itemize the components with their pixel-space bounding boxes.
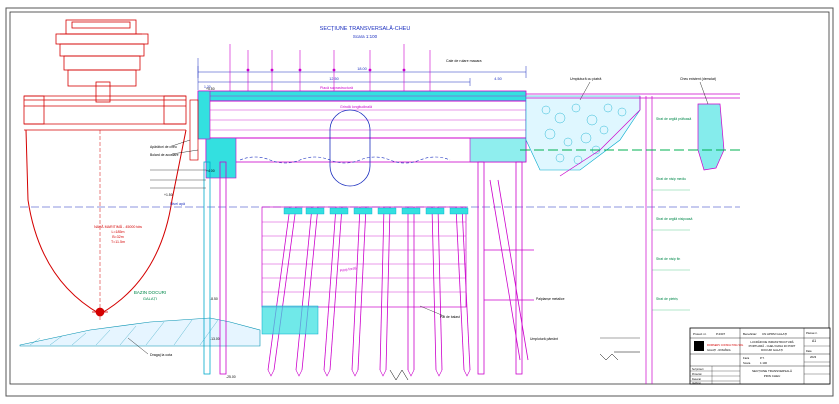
svg-text:Umplutură pământ: Umplutură pământ xyxy=(530,337,558,341)
svg-text:Data: Data xyxy=(806,349,812,353)
svg-text:NAVĂ MARITIMĂ - 45000 tdw: NAVĂ MARITIMĂ - 45000 tdw xyxy=(94,225,142,229)
svg-text:Apărători de cheu: Apărători de cheu xyxy=(150,145,177,149)
svg-text:+1.50: +1.50 xyxy=(164,193,173,197)
svg-text:Palplanșe metalice: Palplanșe metalice xyxy=(536,297,565,301)
svg-text:Beneficiar:: Beneficiar: xyxy=(743,332,757,336)
basin-label: BAZIN DOCURI xyxy=(134,290,166,295)
inner-border xyxy=(9,11,830,385)
rock-fill-label: Umplutură cu piatră xyxy=(570,77,601,81)
rear-sheet-pile xyxy=(484,179,534,361)
svg-text:P.2307: P.2307 xyxy=(716,332,725,336)
svg-text:2023: 2023 xyxy=(810,355,817,359)
pile-cap-zone xyxy=(261,206,467,308)
svg-text:Proiect nr.: Proiect nr. xyxy=(693,332,707,336)
ship-section xyxy=(23,19,187,320)
annotation-leaders xyxy=(150,169,640,339)
svg-text:Strat de pietriș: Strat de pietriș xyxy=(656,297,678,301)
svg-text:Proiectat: Proiectat xyxy=(692,373,702,376)
dredge-label: Dragaj la cota xyxy=(150,353,172,357)
svg-text:T=11.5m: T=11.5m xyxy=(111,240,125,244)
seabed-left xyxy=(19,317,261,347)
crane-rail-label: Cale de rulare macara xyxy=(446,59,482,63)
svg-text:GALAȚI - ROMÂNIA: GALAȚI - ROMÂNIA xyxy=(707,347,731,352)
svg-text:Scara: Scara xyxy=(743,361,751,365)
svg-text:Strat de nisip mediu: Strat de nisip mediu xyxy=(656,177,686,181)
svg-text:-13.00: -13.00 xyxy=(210,337,220,341)
svg-text:4.50: 4.50 xyxy=(494,77,501,81)
svg-text:Verificat: Verificat xyxy=(692,382,701,385)
title-block xyxy=(689,327,831,385)
svg-text:Plansa nr.: Plansa nr. xyxy=(806,331,818,335)
svg-text:P.T.: P.T. xyxy=(760,356,765,360)
basin-sublabel: GALAȚI xyxy=(143,296,157,301)
fender xyxy=(189,99,199,161)
svg-text:Desenat: Desenat xyxy=(692,378,701,381)
svg-text:ROMSERV CONSULTING SRL: ROMSERV CONSULTING SRL xyxy=(707,343,744,347)
svg-text:A1: A1 xyxy=(812,339,816,343)
pile-tips xyxy=(267,369,471,377)
svg-text:Strat de argilă nisipoasă: Strat de argilă nisipoasă xyxy=(656,217,692,221)
svg-text:Pat de balast: Pat de balast xyxy=(440,315,460,319)
gravel-bed xyxy=(261,305,319,335)
ship-notes: NAVĂ MARITIMĂ - 45000 tdw L=185m B=32m T… xyxy=(94,225,142,244)
svg-text:PORTUARĂ - CHEU DANA 30 PORT: PORTUARĂ - CHEU DANA 30 PORT xyxy=(749,344,796,348)
svg-text:+5.50: +5.50 xyxy=(206,87,215,91)
svg-text:LUCRĂRI DE INFRASTRUCTURĂ: LUCRĂRI DE INFRASTRUCTURĂ xyxy=(750,340,793,344)
company-logo xyxy=(694,341,704,351)
svg-text:Faza: Faza xyxy=(743,356,750,360)
drawing-scale: Scara 1:100 xyxy=(353,34,378,39)
front-piles xyxy=(203,161,523,375)
soil-layer-notes: Strat de argilă prăfoasă Strat de nisip … xyxy=(656,117,692,301)
inspection-chamber xyxy=(329,109,371,187)
svg-text:Strat de nisip fin: Strat de nisip fin xyxy=(656,257,680,261)
svg-text:Strat de argilă prăfoasă: Strat de argilă prăfoasă xyxy=(656,117,691,121)
svg-text:DOCURI GALAȚI: DOCURI GALAȚI xyxy=(761,348,783,352)
svg-text:1:100: 1:100 xyxy=(760,361,767,365)
svg-text:-25.00: -25.00 xyxy=(226,375,236,379)
drawing-title: SECȚIUNE TRANSVERSALĂ-CHEU xyxy=(320,25,411,32)
svg-text:Cheu existent (demolat): Cheu existent (demolat) xyxy=(680,77,716,81)
svg-text:Sef proiect: Sef proiect xyxy=(692,368,704,371)
svg-text:Grindă longitudinală: Grindă longitudinală xyxy=(340,105,372,109)
svg-text:Bolard de acostare: Bolard de acostare xyxy=(150,153,179,157)
pile-heads xyxy=(283,207,469,215)
bottom-markers xyxy=(389,351,640,381)
soil-hatch xyxy=(262,221,466,293)
pile-label: Piloți forați xyxy=(339,266,356,273)
svg-text:L=185m: L=185m xyxy=(111,230,124,234)
svg-text:CN APDM GALAȚI: CN APDM GALAȚI xyxy=(762,332,787,336)
svg-text:Placă suprastructură: Placă suprastructură xyxy=(320,86,353,90)
seabed-hatch xyxy=(29,319,219,346)
inclined-piles xyxy=(267,206,471,371)
svg-text:PRIN CHEU: PRIN CHEU xyxy=(764,374,781,378)
svg-text:B=32m: B=32m xyxy=(112,235,124,239)
svg-text:SECȚIUNE TRANSVERSALĂ: SECȚIUNE TRANSVERSALĂ xyxy=(752,369,792,373)
svg-text:18.00: 18.00 xyxy=(357,67,367,71)
svg-text:1.20: 1.20 xyxy=(204,85,211,89)
svg-text:-8.50: -8.50 xyxy=(210,297,218,301)
svg-text:Nivel apă: Nivel apă xyxy=(170,202,185,206)
